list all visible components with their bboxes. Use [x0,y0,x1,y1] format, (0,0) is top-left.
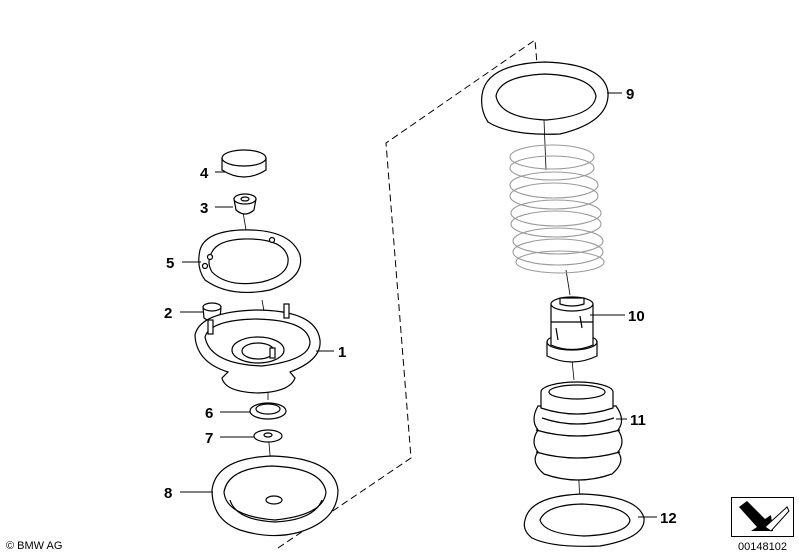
part-4-cap [221,149,267,178]
part-5-gasket [198,229,302,294]
part-label-7: 7 [205,430,213,447]
part-10-bump-stop [546,296,598,363]
part-label-5: 5 [166,255,174,272]
assembly-dashed-line [277,39,541,549]
part-3-nut [233,193,257,215]
part-label-4: 4 [200,165,209,182]
part-label-12: 12 [660,510,677,527]
part-11-dust-boot [533,381,623,481]
part-label-8: 8 [164,485,172,502]
part-6-ring [249,402,287,420]
navigation-arrow-button[interactable] [731,497,794,537]
part-label-9: 9 [626,86,634,103]
diagram-id: 00148102 [738,541,787,553]
part-8-lower-seat [211,455,339,537]
part-label-3: 3 [200,200,208,217]
coil-spring [509,144,605,274]
part-12-lower-pad [523,493,645,547]
part-1-strut-mount [194,303,321,394]
arrow-right-down-icon [731,497,794,537]
part-label-11: 11 [630,412,646,429]
part-7-washer [253,429,283,443]
part-label-10: 10 [628,308,645,325]
part-label-2: 2 [164,305,172,322]
part-9-spring-pad [481,61,609,135]
leader-lines [180,92,657,518]
part-label-6: 6 [205,405,213,422]
copyright-text: © BMW AG [6,540,63,552]
part-label-1: 1 [338,344,346,361]
